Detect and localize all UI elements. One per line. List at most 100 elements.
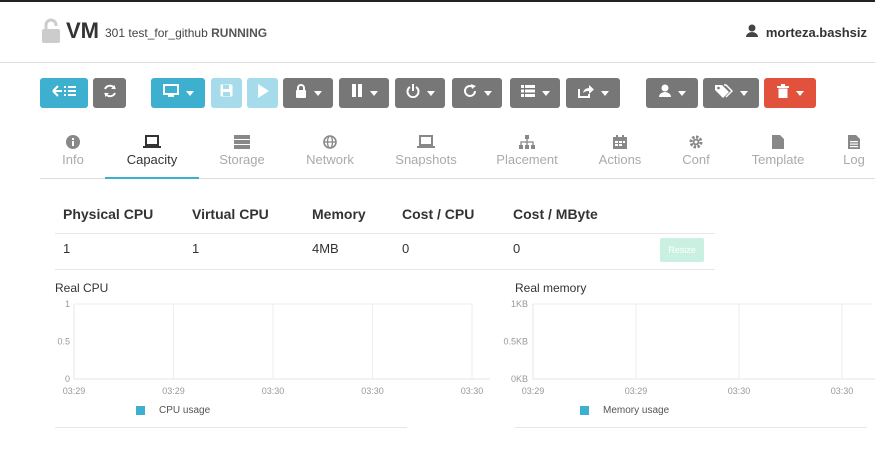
chevron-down-icon [426,90,435,96]
tab-storage[interactable]: Storage [204,130,280,178]
memory-chart-title: Real memory [515,281,587,295]
refresh-icon [103,84,117,103]
trash-icon [776,83,789,103]
chevron-down-icon [677,90,686,96]
chevron-down-icon [185,90,194,96]
vm-title: VM 301 test_for_github RUNNING [40,18,267,44]
legend-label: CPU usage [159,405,211,416]
monitor-icon [162,83,179,103]
file-icon [742,134,814,150]
top-border [0,0,875,2]
reboot-button[interactable] [452,78,502,108]
tab-label: Network [306,152,354,167]
vm-subtitle: 301 test_for_github RUNNING [105,26,267,40]
user-icon [745,24,758,40]
y-tick-label: 1 [65,299,70,309]
table-cell: 1 [63,241,71,256]
console-button[interactable] [151,78,205,108]
laptop-icon [105,134,199,150]
tab-label: Info [62,152,84,167]
chevron-down-icon [313,90,322,96]
chevron-down-icon [483,90,492,96]
calendar-icon [586,134,654,150]
chevron-down-icon [739,90,748,96]
gear-icon [668,134,724,150]
table-cell: 4MB [312,241,339,256]
tab-snapshots[interactable]: Snapshots [384,130,468,178]
memory-chart-legend: Memory usage [580,405,669,416]
list-button[interactable] [510,78,560,108]
cpu-chart-title: Real CPU [55,281,109,295]
info-icon [40,134,106,150]
column-header: Cost / CPU [402,206,475,222]
x-tick-label: 03:30 [461,386,484,396]
tags-icon [714,83,733,103]
tab-label: Conf [682,152,710,167]
pause-button[interactable] [339,78,389,108]
reload-icon [463,83,477,103]
tab-label: Template [751,152,805,167]
power-button[interactable] [395,78,445,108]
pause-icon [351,84,363,102]
y-tick-label: 0.5KB [503,337,528,347]
tab-label: Placement [496,152,558,167]
chevron-down-icon [541,90,550,96]
username: morteza.bashsiz [765,24,867,40]
sitemap-icon [488,134,566,150]
x-tick-label: 03:29 [522,386,545,396]
tab-log[interactable]: Log [834,130,874,178]
vm-label: VM [66,18,99,43]
tab-capacity[interactable]: Capacity [105,130,199,179]
legend-divider [515,427,867,428]
column-header: Physical CPU [63,206,154,222]
play-button[interactable] [247,78,278,108]
tab-bar: Info Capacity Storage Network Snapshots … [40,130,875,179]
y-tick-label: 0.5 [57,337,70,347]
save-icon [220,84,233,102]
x-tick-label: 03:30 [831,386,854,396]
share-button[interactable] [566,78,620,108]
legend-swatch [136,406,145,415]
legend-divider [55,427,407,428]
user-menu[interactable]: morteza.bashsiz [745,24,867,40]
tab-label: Actions [598,152,642,167]
x-tick-label: 03:29 [625,386,648,396]
y-tick-label: 0 [65,374,70,384]
tab-actions[interactable]: Actions [586,130,654,178]
tab-info[interactable]: Info [40,130,106,178]
tab-template[interactable]: Template [742,130,814,178]
cpu-chart-legend: CPU usage [136,405,210,416]
tab-label: Capacity [126,152,178,167]
save-button[interactable] [211,78,242,108]
delete-button[interactable] [764,78,816,108]
share-icon [577,84,594,103]
vm-name: test_for_github [128,26,208,40]
play-icon [257,83,269,103]
labels-button[interactable] [703,78,759,108]
globe-icon [292,134,368,150]
row-divider [55,269,715,270]
vm-id: 301 [105,26,126,40]
tab-conf[interactable]: Conf [668,130,724,178]
tab-placement[interactable]: Placement [488,130,566,178]
power-icon [406,83,420,103]
vm-state: RUNNING [211,26,268,40]
table-cell: 0 [402,241,410,256]
back-button[interactable] [40,78,88,108]
list-icon [520,84,535,102]
chevron-down-icon [600,90,609,96]
owner-button[interactable] [646,78,698,108]
refresh-button[interactable] [93,78,126,108]
tab-label: Storage [219,152,265,167]
y-tick-label: 1KB [511,299,528,309]
tab-network[interactable]: Network [292,130,368,178]
list-back-icon [52,84,76,103]
y-tick-label: 0KB [511,374,528,384]
x-tick-label: 03:29 [162,386,185,396]
table-cell: 0 [513,241,521,256]
legend-swatch [580,406,589,415]
resize-button[interactable]: Resize [660,238,704,262]
chevron-down-icon [795,90,804,96]
lock-button[interactable] [283,78,333,108]
